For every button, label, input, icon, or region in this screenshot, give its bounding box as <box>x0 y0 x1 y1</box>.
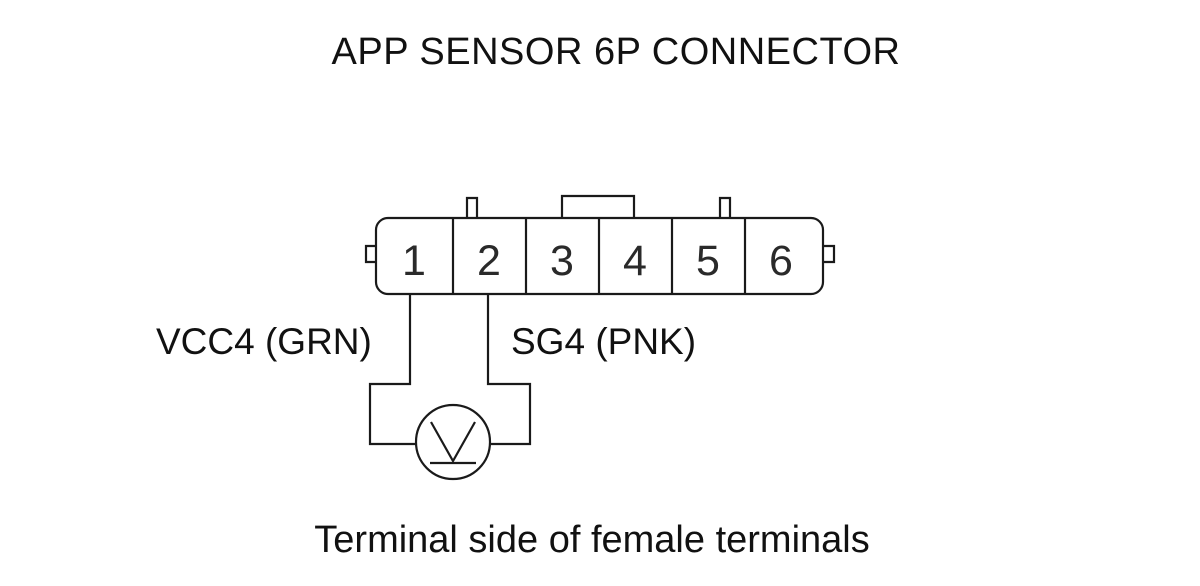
connector-ear-right <box>823 244 836 264</box>
connector-body <box>364 194 836 296</box>
diagram-title: APP SENSOR 6P CONNECTOR <box>331 31 901 73</box>
vcc4-wire-label: VCC4 (GRN) <box>156 321 372 362</box>
terminal-numbers: 1 2 3 4 5 6 <box>402 237 793 285</box>
connector-key-left <box>465 196 479 218</box>
terminal-6-label: 6 <box>769 237 793 285</box>
terminal-4-label: 4 <box>623 237 647 285</box>
vcc4-wire <box>368 294 416 446</box>
terminal-2-label: 2 <box>477 237 501 285</box>
sg4-wire-label: SG4 (PNK) <box>511 321 697 362</box>
terminal-1-label: 1 <box>402 237 426 285</box>
terminal-3-label: 3 <box>550 237 574 285</box>
voltmeter-icon <box>414 403 492 481</box>
connector-ear-left <box>364 244 376 264</box>
terminal-5-label: 5 <box>696 237 720 285</box>
sg4-wire <box>486 294 532 446</box>
connector-latch <box>560 194 636 218</box>
diagram-caption: Terminal side of female terminals <box>314 519 870 561</box>
connector-key-right <box>718 196 732 218</box>
